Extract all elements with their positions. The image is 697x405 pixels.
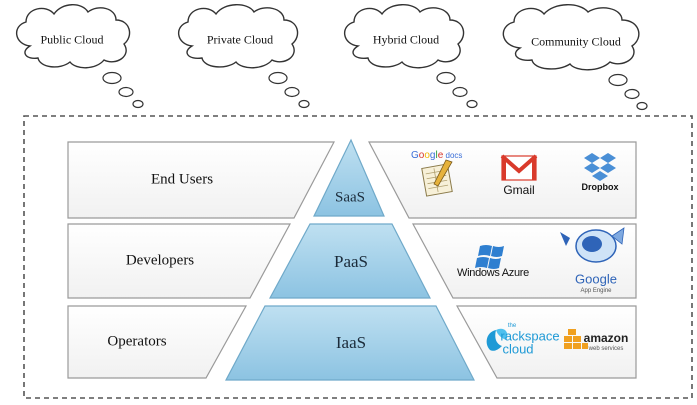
rackspace-text: rackspace [500,328,560,344]
tier-paas-shape [268,223,431,299]
audience-label-end-users: End Users [150,171,214,188]
tier-saas-shape [313,138,385,217]
cloud-label-hybrid: Hybrid Cloud [372,32,440,47]
cloud-label-public: Public Cloud [40,32,104,47]
google-app-engine-subtext: App Engine [580,288,612,294]
tier-label-iaas: IaaS [335,333,367,352]
cloud-private [178,4,310,109]
amazon-web-services-logo [564,329,588,349]
gmail-text: Gmail [503,183,535,197]
amazon-web-services-text: web services [588,346,624,352]
audience-label-developers: Developers [125,252,195,269]
tier-iaas-shape [225,305,475,381]
google-app-engine-text: Google [575,271,617,287]
cloud-community [502,4,648,111]
windows-azure-text: Windows Azure [457,267,529,279]
panel-iaas-logos [455,305,637,379]
panel-end-users [67,141,335,219]
svg-text:Google docs: Google docs [411,150,462,161]
panel-operators [67,305,248,379]
rackspace-cloud-logo [486,328,508,351]
cloud-label-community: Community Cloud [531,34,621,49]
dashed-frame [23,115,693,399]
cloud-public [16,4,144,109]
rackspace-prefix: the [507,323,517,329]
cloud-hybrid [344,4,478,109]
tier-label-saas: SaaS [335,189,365,206]
panel-developers [67,223,292,299]
rackspace-cloud-text: cloud [502,341,534,357]
gmail-logo [500,154,538,181]
tier-label-paas: PaaS [334,252,368,271]
google-docs-logo: Google docs [411,150,462,197]
google-app-engine-logo [560,227,625,263]
dropbox-text: Dropbox [581,182,619,192]
cloud-label-private: Private Cloud [206,32,274,47]
amazon-text: amazon [583,331,629,345]
dropbox-logo [584,153,616,181]
windows-azure-logo [475,245,504,269]
audience-label-operators: Operators [107,333,167,350]
